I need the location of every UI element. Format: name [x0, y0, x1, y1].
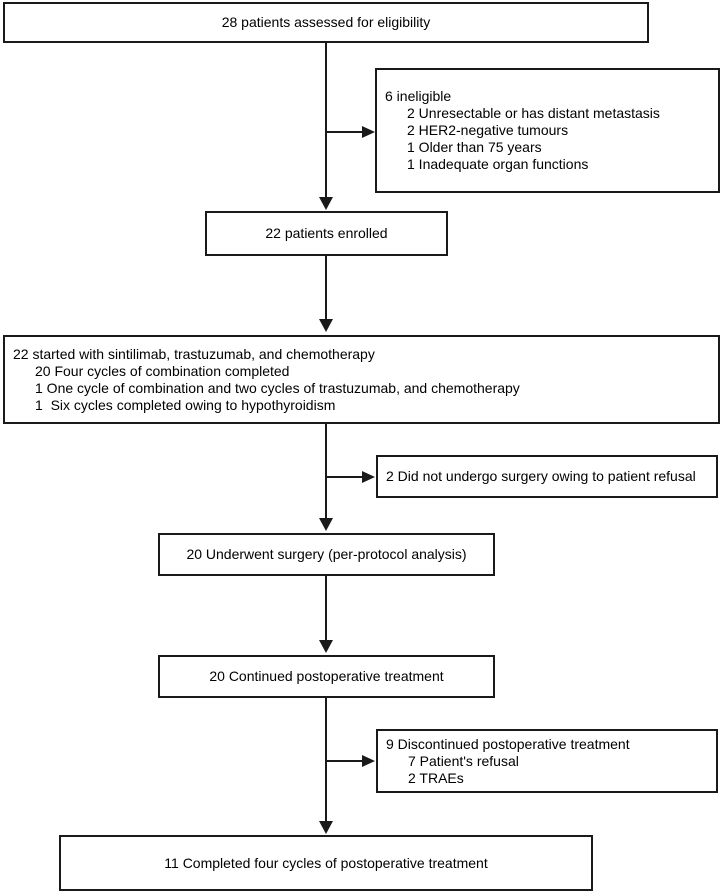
- box-no-surgery: 2 Did not undergo surgery owing to patie…: [376, 455, 718, 498]
- arrowhead-to-started: [319, 319, 333, 332]
- box-ineligible-item: 2 Unresectable or has distant metastasis: [407, 105, 660, 121]
- box-started-item: 1 Six cycles completed owing to hypothyr…: [35, 396, 336, 413]
- box-ineligible: 6 ineligible 2 Unresectable or has dista…: [375, 68, 720, 193]
- connector-branch-discontinued: [326, 760, 363, 762]
- box-started-item: 20 Four cycles of combination completed: [35, 362, 290, 379]
- box-discontinued: 9 Discontinued postoperative treatment 7…: [376, 729, 718, 793]
- box-ineligible-item: 1 Inadequate organ functions: [407, 156, 589, 172]
- arrowhead-to-completed: [319, 821, 333, 834]
- box-enrolled-text: 22 patients enrolled: [265, 225, 388, 241]
- connector-branch-no-surgery: [326, 476, 363, 478]
- box-ineligible-item: 2 HER2-negative tumours: [407, 122, 569, 138]
- box-discontinued-item: 7 Patient's refusal: [408, 752, 519, 769]
- box-continued: 20 Continued postoperative treatment: [158, 655, 495, 698]
- connector-started-surgery: [325, 424, 327, 519]
- arrowhead-to-enrolled: [319, 197, 333, 210]
- connector-branch-ineligible: [326, 131, 363, 133]
- box-no-surgery-text: 2 Did not undergo surgery owing to patie…: [386, 468, 696, 484]
- box-discontinued-item: 2 TRAEs: [408, 769, 464, 786]
- connector-surgery-continued: [325, 576, 327, 641]
- arrowhead-to-surgery: [319, 518, 333, 531]
- box-surgery: 20 Underwent surgery (per-protocol analy…: [158, 533, 495, 576]
- arrowhead-to-ineligible: [362, 126, 375, 138]
- box-ineligible-title: 6 ineligible: [385, 88, 452, 104]
- arrowhead-to-no-surgery: [362, 471, 375, 483]
- box-started-title: 22 started with sintilimab, trastuzumab,…: [13, 345, 375, 362]
- arrowhead-to-discontinued: [362, 755, 375, 767]
- box-enrolled: 22 patients enrolled: [205, 211, 448, 256]
- box-discontinued-title: 9 Discontinued postoperative treatment: [386, 735, 630, 752]
- box-started: 22 started with sintilimab, trastuzumab,…: [3, 335, 720, 424]
- box-completed-text: 11 Completed four cycles of postoperativ…: [164, 854, 488, 871]
- box-completed: 11 Completed four cycles of postoperativ…: [59, 835, 593, 891]
- arrowhead-to-continued: [319, 640, 333, 653]
- box-assessed-text: 28 patients assessed for eligibility: [221, 14, 431, 30]
- box-assessed: 28 patients assessed for eligibility: [3, 2, 649, 43]
- box-started-item: 1 One cycle of combination and two cycle…: [35, 379, 520, 396]
- box-surgery-text: 20 Underwent surgery (per-protocol analy…: [186, 546, 467, 562]
- connector-assessed-enrolled: [325, 43, 327, 198]
- box-ineligible-item: 1 Older than 75 years: [407, 139, 542, 155]
- connector-enrolled-started: [325, 256, 327, 320]
- box-continued-text: 20 Continued postoperative treatment: [209, 668, 444, 684]
